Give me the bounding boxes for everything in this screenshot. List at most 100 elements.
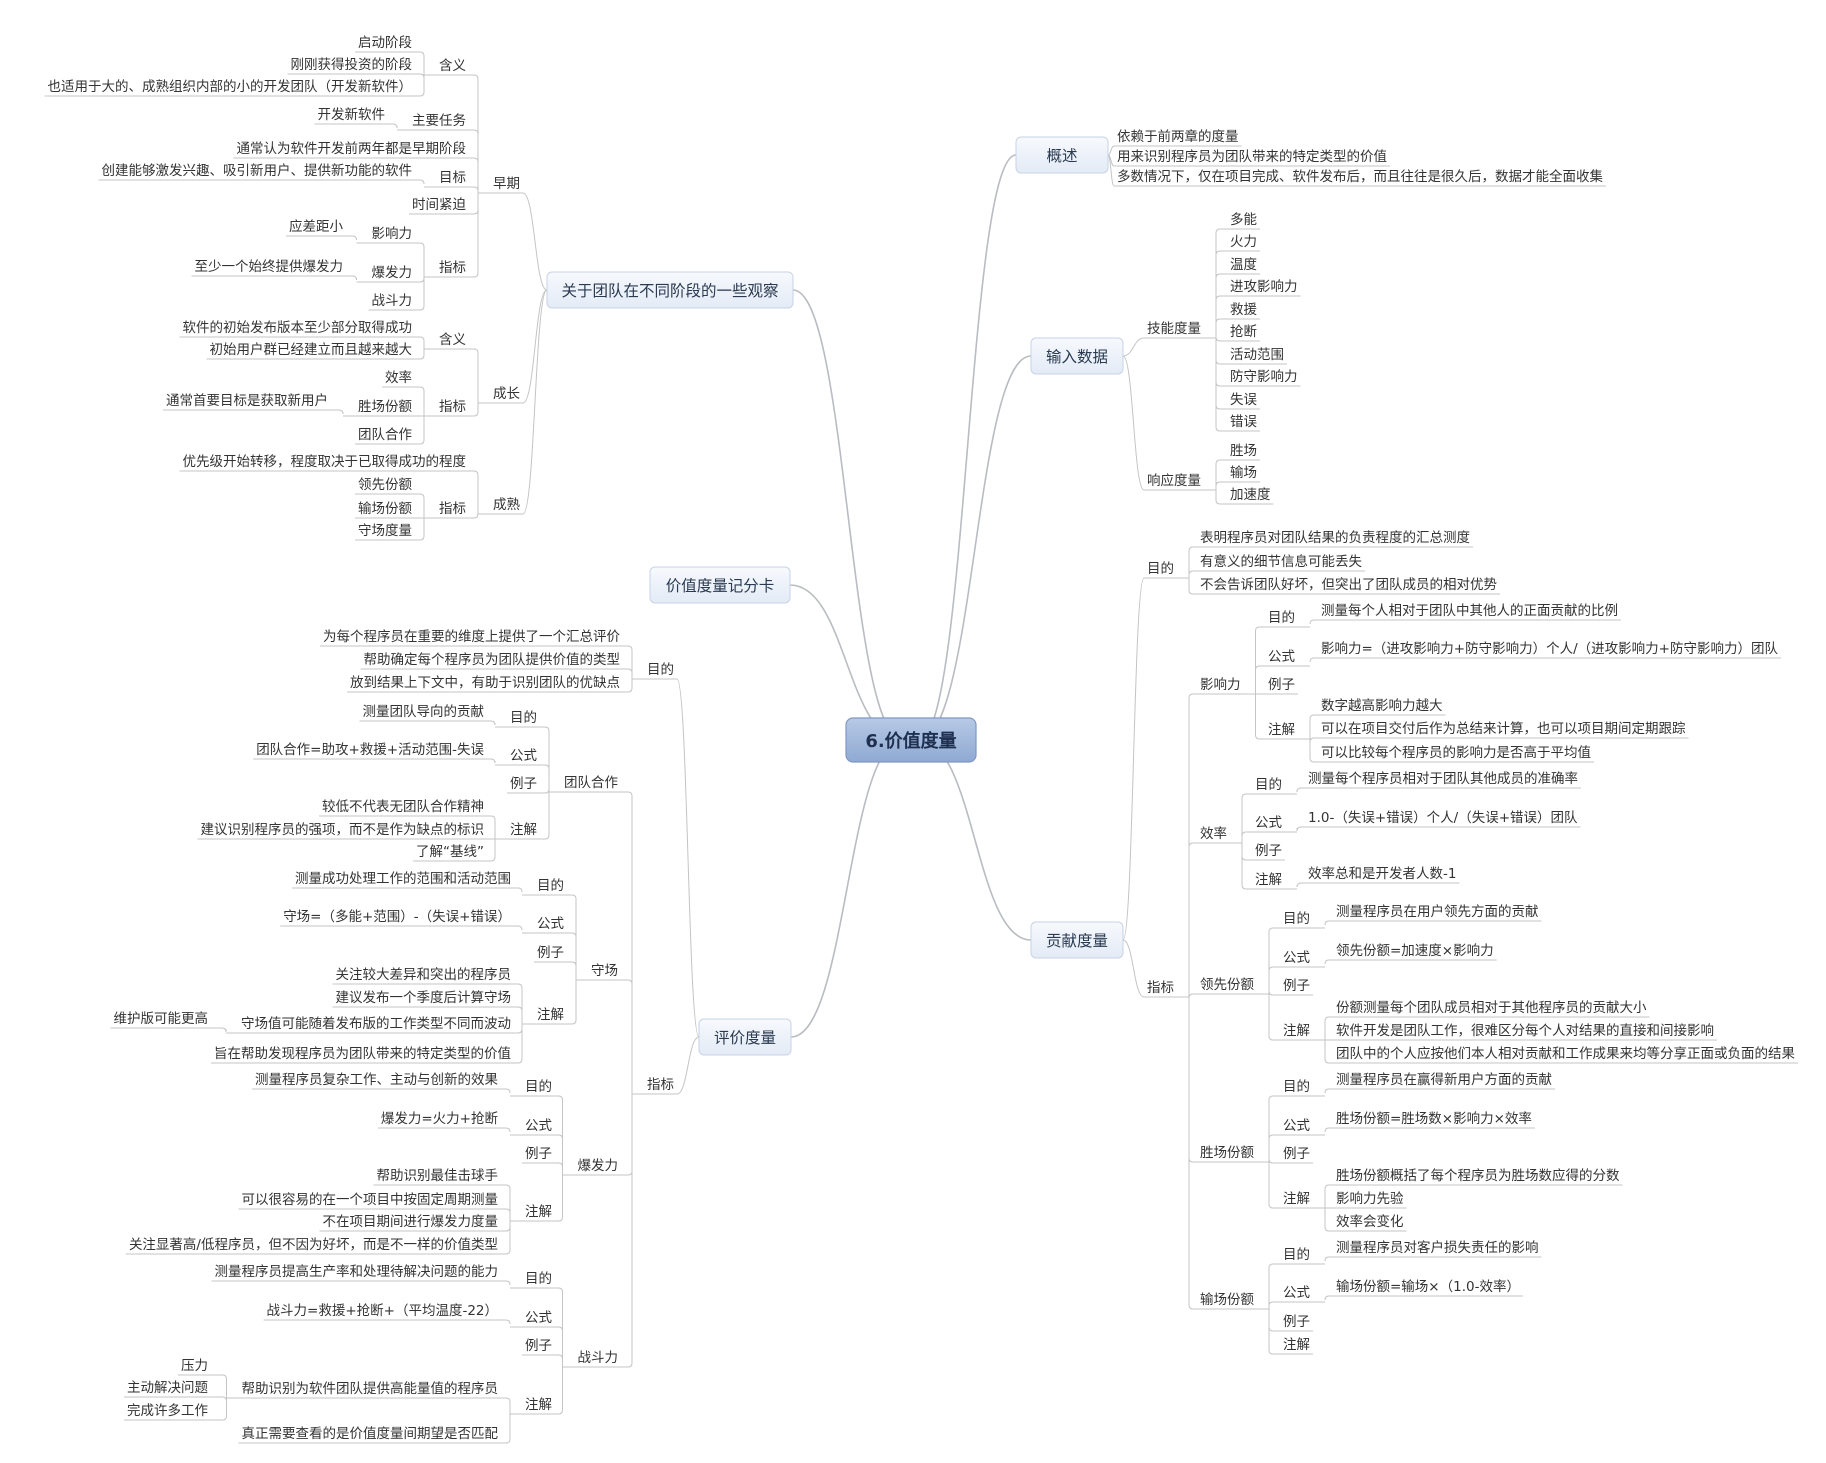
node-zqz1[interactable]: 影响力 bbox=[368, 226, 416, 244]
node-pjm1[interactable]: 为每个程序员在重要的维度上提供了一个汇总评价 bbox=[320, 629, 623, 647]
node-scn2[interactable]: 影响力先验 bbox=[1333, 1191, 1407, 1209]
node-lx[interactable]: 领先份额 bbox=[1197, 977, 1257, 995]
node-pjm2[interactable]: 帮助确定每个程序员为团队提供价值的类型 bbox=[360, 652, 624, 670]
node-sk1[interactable]: 多能 bbox=[1227, 211, 1260, 230]
node-sse[interactable]: 例子 bbox=[1280, 1314, 1313, 1332]
topic-sc2[interactable]: 价值度量记分卡 bbox=[649, 566, 791, 604]
node-zqt[interactable]: 时间紧迫 bbox=[409, 197, 469, 215]
node-tt[interactable]: 团队合作 bbox=[561, 775, 621, 793]
node-zqr1[interactable]: 开发新软件 bbox=[314, 107, 389, 125]
node-zqz[interactable]: 指标 bbox=[436, 260, 469, 278]
node-sk[interactable]: 技能度量 bbox=[1144, 321, 1204, 339]
node-scm[interactable]: 目的 bbox=[1280, 1079, 1313, 1097]
node-ttn1[interactable]: 较低不代表无团队合作精神 bbox=[319, 799, 487, 817]
node-czh[interactable]: 含义 bbox=[436, 332, 469, 350]
node-sk6[interactable]: 抢断 bbox=[1227, 323, 1260, 342]
node-cz[interactable]: 成长 bbox=[490, 386, 523, 404]
node-yxn1[interactable]: 数字越高影响力越大 bbox=[1318, 697, 1446, 716]
node-sk8[interactable]: 防守影响力 bbox=[1227, 369, 1301, 387]
node-ttf[interactable]: 公式 bbox=[507, 748, 540, 766]
node-zqg1[interactable]: 创建能够激发兴趣、吸引新用户、提供新功能的软件 bbox=[98, 162, 416, 181]
node-bfn3[interactable]: 不在项目期间进行爆发力度量 bbox=[319, 1214, 502, 1232]
node-yxm1[interactable]: 测量每个人相对于团队中其他人的正面贡献的比例 bbox=[1318, 603, 1621, 621]
node-zde[interactable]: 例子 bbox=[522, 1338, 555, 1356]
node-bfn4[interactable]: 关注显著高/低程序员，但不因为好坏，而是不一样的价值类型 bbox=[125, 1236, 501, 1255]
node-sk2[interactable]: 火力 bbox=[1227, 234, 1260, 252]
node-yxm[interactable]: 目的 bbox=[1265, 610, 1298, 628]
node-shn2[interactable]: 建议发布一个季度后计算守场 bbox=[332, 990, 515, 1008]
node-ttf1[interactable]: 团队合作=助攻+救援+活动范围-失误 bbox=[253, 742, 487, 760]
node-lxn1[interactable]: 份额测量每个团队成员相对于其他程序员的贡献大小 bbox=[1333, 1000, 1650, 1018]
node-shn4[interactable]: 旨在帮助发现程序员为团队带来的特定类型的价值 bbox=[211, 1046, 514, 1064]
node-rs[interactable]: 响应度量 bbox=[1144, 472, 1204, 491]
node-xlf1[interactable]: 1.0-（失误+错误）个人/（失误+错误）团队 bbox=[1305, 810, 1581, 828]
node-ttn3[interactable]: 了解“基线” bbox=[413, 843, 487, 862]
node-zqg[interactable]: 目标 bbox=[436, 170, 469, 188]
node-sh[interactable]: 守场 bbox=[588, 963, 621, 981]
node-zdn1c[interactable]: 完成许多工作 bbox=[124, 1402, 211, 1421]
topic-ob[interactable]: 关于团队在不同阶段的一些观察 bbox=[546, 271, 794, 309]
node-xlf[interactable]: 公式 bbox=[1252, 815, 1285, 833]
node-yx[interactable]: 影响力 bbox=[1197, 677, 1244, 695]
node-zqz2a[interactable]: 至少一个始终提供爆发力 bbox=[191, 259, 347, 277]
node-scm1[interactable]: 测量程序员在赢得新用户方面的贡献 bbox=[1333, 1071, 1555, 1090]
node-zqh2[interactable]: 刚刚获得投资的阶段 bbox=[287, 56, 416, 75]
node-sk4[interactable]: 进攻影响力 bbox=[1227, 279, 1301, 297]
node-czh1[interactable]: 软件的初始发布版本至少部分取得成功 bbox=[179, 319, 416, 338]
node-yxe[interactable]: 例子 bbox=[1265, 677, 1298, 695]
node-csz2[interactable]: 输场份额 bbox=[355, 501, 415, 519]
node-zqh1[interactable]: 启动阶段 bbox=[355, 35, 415, 53]
node-shm[interactable]: 目的 bbox=[534, 878, 567, 896]
node-lxf[interactable]: 公式 bbox=[1280, 950, 1313, 968]
node-zdm1[interactable]: 测量程序员提高生产率和处理待解决问题的能力 bbox=[211, 1263, 502, 1282]
node-lxn3[interactable]: 团队中的个人应按他们本人相对贡献和工作成果来均等分享正面或负面的结果 bbox=[1333, 1045, 1798, 1064]
node-tte[interactable]: 例子 bbox=[507, 776, 540, 794]
node-sk10[interactable]: 错误 bbox=[1227, 414, 1260, 432]
node-rs3[interactable]: 加速度 bbox=[1227, 487, 1274, 505]
node-zq[interactable]: 早期 bbox=[490, 176, 523, 194]
central-topic[interactable]: 6.价值度量 bbox=[845, 717, 977, 763]
node-lxn2[interactable]: 软件开发是团队工作，很难区分每个人对结果的直接和间接影响 bbox=[1333, 1022, 1717, 1041]
node-scn[interactable]: 注解 bbox=[1280, 1191, 1313, 1209]
node-xle[interactable]: 例子 bbox=[1252, 843, 1285, 861]
node-xlm[interactable]: 目的 bbox=[1252, 777, 1285, 795]
node-pjm3[interactable]: 放到结果上下文中，有助于识别团队的优缺点 bbox=[347, 675, 623, 693]
node-yxf1[interactable]: 影响力=（进攻影响力+防守影响力）个人/（进攻影响力+防守影响力）团队 bbox=[1318, 641, 1781, 659]
node-czz2a[interactable]: 通常首要目标是获取新用户 bbox=[163, 392, 331, 411]
node-zqh3[interactable]: 也适用于大的、成熟组织内部的小的开发团队（开发新软件） bbox=[44, 79, 416, 97]
node-bfn2[interactable]: 可以很容易的在一个项目中按固定周期测量 bbox=[238, 1191, 502, 1210]
node-yxf[interactable]: 公式 bbox=[1265, 649, 1298, 667]
node-czz1[interactable]: 效率 bbox=[382, 369, 415, 388]
node-gxm2[interactable]: 有意义的细节信息可能丢失 bbox=[1197, 553, 1365, 572]
node-zdm[interactable]: 目的 bbox=[522, 1271, 555, 1289]
node-zdf1[interactable]: 战斗力=救援+抢断+（平均温度-22） bbox=[263, 1302, 501, 1321]
node-gxm3[interactable]: 不会告诉团队好坏，但突出了团队成员的相对优势 bbox=[1197, 577, 1500, 595]
node-ssm1[interactable]: 测量程序员对客户损失责任的影响 bbox=[1333, 1239, 1542, 1258]
node-czz[interactable]: 指标 bbox=[436, 399, 469, 417]
node-zdn[interactable]: 注解 bbox=[522, 1397, 555, 1415]
node-yxn2[interactable]: 可以在项目交付后作为总结来计算，也可以项目期间定期跟踪 bbox=[1318, 720, 1689, 739]
node-zqr2[interactable]: 通常认为软件开发前两年都是早期阶段 bbox=[233, 140, 470, 159]
node-zdf[interactable]: 公式 bbox=[522, 1310, 555, 1328]
node-xlm1[interactable]: 测量每个程序员相对于团队其他成员的准确率 bbox=[1305, 770, 1581, 789]
node-cs[interactable]: 成熟 bbox=[490, 497, 523, 515]
node-bfm1[interactable]: 测量程序员复杂工作、主动与创新的效果 bbox=[252, 1071, 501, 1090]
node-bff[interactable]: 公式 bbox=[522, 1118, 555, 1136]
node-bff1[interactable]: 爆发力=火力+抢断 bbox=[377, 1110, 501, 1129]
node-ov2[interactable]: 用来识别程序员为团队带来的特定类型的价值 bbox=[1114, 149, 1390, 167]
node-ssf[interactable]: 公式 bbox=[1280, 1285, 1313, 1303]
node-zqz1a[interactable]: 应差距小 bbox=[286, 218, 346, 237]
node-xl[interactable]: 效率 bbox=[1197, 825, 1230, 844]
node-ssf1[interactable]: 输场份额=输场×（1.0-效率） bbox=[1333, 1278, 1523, 1297]
node-zqh[interactable]: 含义 bbox=[436, 58, 469, 76]
node-shn[interactable]: 注解 bbox=[534, 1007, 567, 1025]
node-sce[interactable]: 例子 bbox=[1280, 1146, 1313, 1164]
node-shf1[interactable]: 守场=（多能+范围）-（失误+错误） bbox=[280, 908, 514, 927]
topic-pj[interactable]: 评价度量 bbox=[698, 1018, 792, 1056]
node-pjm[interactable]: 目的 bbox=[644, 662, 677, 680]
node-zdn1b[interactable]: 主动解决问题 bbox=[124, 1380, 211, 1398]
node-bfn1[interactable]: 帮助识别最佳击球手 bbox=[373, 1168, 502, 1186]
node-shf[interactable]: 公式 bbox=[534, 916, 567, 934]
node-gxm[interactable]: 目的 bbox=[1144, 561, 1177, 579]
node-czz2[interactable]: 胜场份额 bbox=[355, 399, 415, 417]
